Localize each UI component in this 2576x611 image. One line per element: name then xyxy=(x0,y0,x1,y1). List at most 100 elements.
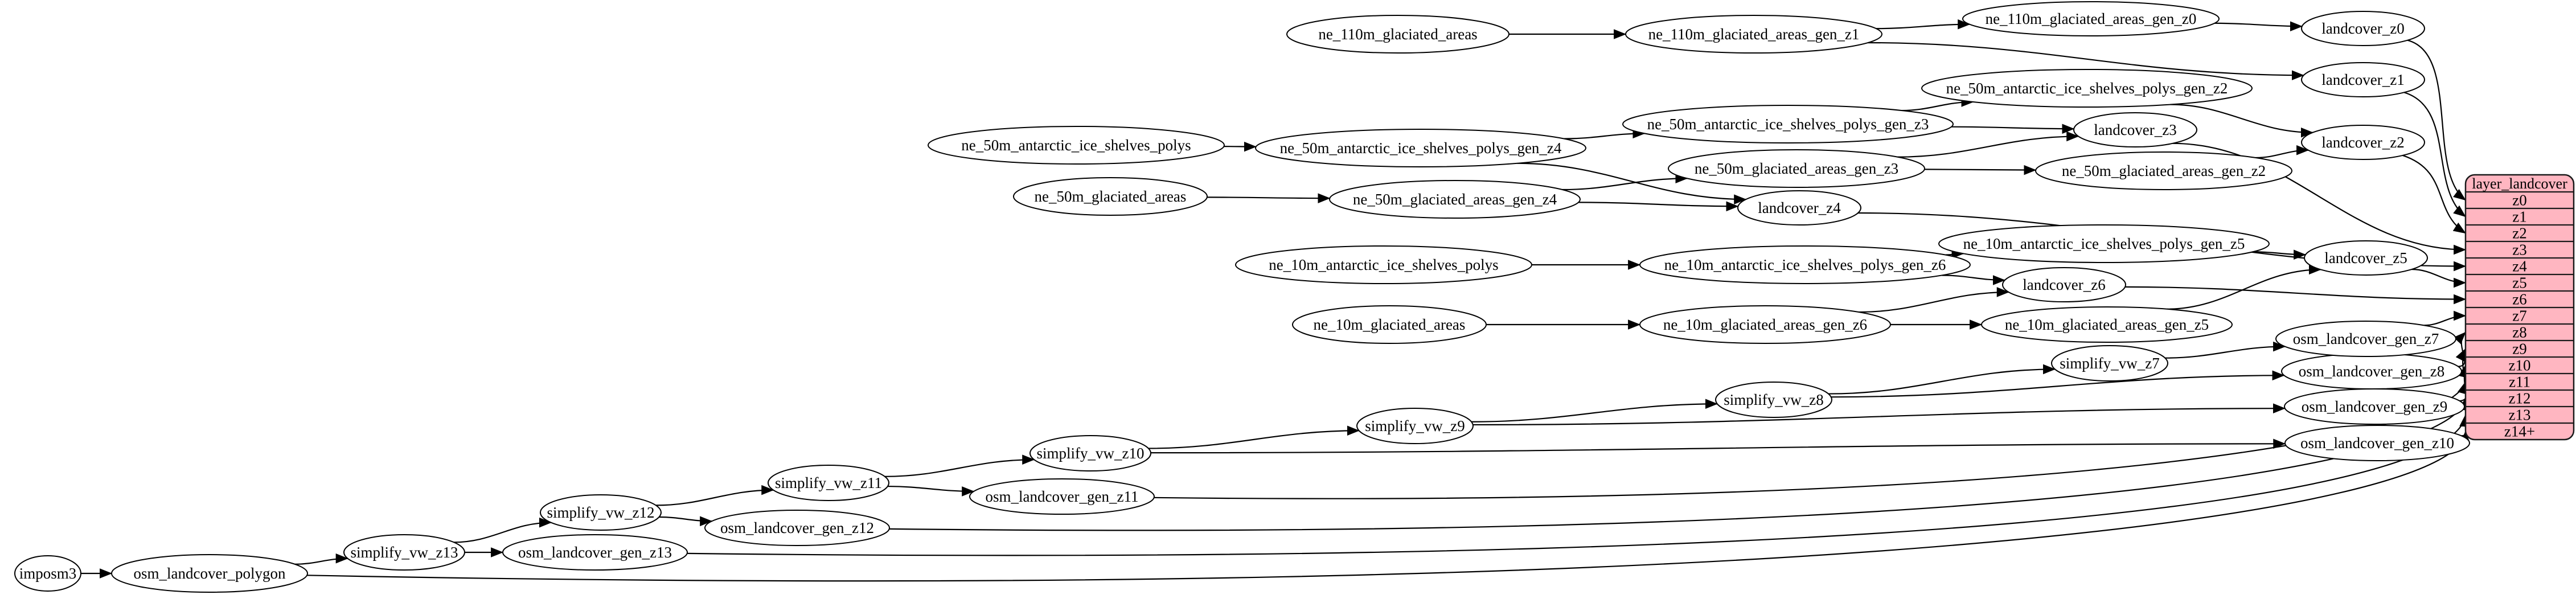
node-ne_50m_glaciated_areas_gen_z3[interactable]: ne_50m_glaciated_areas_gen_z3 xyxy=(1668,149,1925,188)
node-landcover_z0[interactable]: landcover_z0 xyxy=(2301,11,2425,46)
node-ellipse xyxy=(2304,240,2428,276)
node-label: ne_110m_glaciated_areas xyxy=(1318,26,1477,43)
node-ne_50m_glaciated_areas_gen_z4[interactable]: ne_50m_glaciated_areas_gen_z4 xyxy=(1329,180,1581,219)
node-ellipse xyxy=(1622,105,1954,143)
node-label: ne_50m_antarctic_ice_shelves_polys_gen_z… xyxy=(1946,80,2228,97)
node-imposm3[interactable]: imposm3 xyxy=(14,555,81,592)
table-row-z14plus[interactable]: z14+ xyxy=(2466,422,2574,440)
node-label: ne_10m_antarctic_ice_shelves_polys xyxy=(1269,256,1498,273)
node-osm_landcover_gen_z13[interactable]: osm_landcover_gen_z13 xyxy=(502,534,688,571)
node-ne_110m_glaciated_areas_gen_z1[interactable]: ne_110m_glaciated_areas_gen_z1 xyxy=(1625,15,1882,54)
node-landcover_z4[interactable]: landcover_z4 xyxy=(1737,190,1861,225)
table-row-z2[interactable]: z2 xyxy=(2466,224,2574,242)
node-ne_50m_glaciated_areas_gen_z2[interactable]: ne_50m_glaciated_areas_gen_z2 xyxy=(2035,151,2292,190)
node-label: ne_10m_antarctic_ice_shelves_polys_gen_z… xyxy=(1664,256,1946,273)
node-ne_50m_antarctic_ice_shelves_polys_gen_z4[interactable]: ne_50m_antarctic_ice_shelves_polys_gen_z… xyxy=(1255,129,1586,167)
node-ne_50m_antarctic_ice_shelves_polys[interactable]: ne_50m_antarctic_ice_shelves_polys xyxy=(928,126,1225,165)
node-ellipse xyxy=(768,465,889,501)
node-ellipse xyxy=(1921,69,2253,108)
node-label: ne_50m_glaciated_areas_gen_z2 xyxy=(2062,162,2266,179)
node-ellipse xyxy=(1013,177,1208,216)
node-ellipse xyxy=(14,555,81,592)
node-ne_10m_antarctic_ice_shelves_polys_gen_z5[interactable]: ne_10m_antarctic_ice_shelves_polys_gen_z… xyxy=(1938,224,2270,263)
node-landcover_z2[interactable]: landcover_z2 xyxy=(2301,125,2425,160)
edge-landcover_z3--row-z3 xyxy=(2172,142,2467,255)
node-simplify_vw_z8[interactable]: simplify_vw_z8 xyxy=(1715,382,1832,418)
node-label: ne_50m_antarctic_ice_shelves_polys_gen_z… xyxy=(1280,140,1562,157)
node-label: simplify_vw_z12 xyxy=(547,504,655,521)
node-ellipse xyxy=(969,478,1155,515)
node-ne_50m_glaciated_areas[interactable]: ne_50m_glaciated_areas xyxy=(1013,177,1208,216)
node-ne_10m_glaciated_areas_gen_z6[interactable]: ne_10m_glaciated_areas_gen_z6 xyxy=(1639,305,1891,344)
table-row-label: z8 xyxy=(2512,324,2526,341)
node-osm_landcover_polygon[interactable]: osm_landcover_polygon xyxy=(111,554,308,593)
node-ellipse xyxy=(2301,11,2425,46)
node-ellipse xyxy=(1938,224,2270,263)
table-row-z5[interactable]: z5 xyxy=(2466,273,2574,292)
edge-simplify_vw_z7--osm_landcover_gen_z7 xyxy=(2165,341,2286,359)
node-label: osm_landcover_gen_z10 xyxy=(2300,434,2454,452)
table-row-z1[interactable]: z1 xyxy=(2466,207,2574,225)
node-label: landcover_z3 xyxy=(2094,121,2176,138)
node-ne_10m_antarctic_ice_shelves_polys[interactable]: ne_10m_antarctic_ice_shelves_polys xyxy=(1235,245,1532,284)
edge-simplify_vw_z11--simplify_vw_z10 xyxy=(884,454,1035,477)
node-simplify_vw_z9[interactable]: simplify_vw_z9 xyxy=(1356,408,1474,444)
table-row-z10[interactable]: z10 xyxy=(2466,356,2574,374)
table-row-z11[interactable]: z11 xyxy=(2466,372,2574,391)
edge-ne_10m_glaciated_areas_gen_z5--landcover_z5 xyxy=(2167,264,2321,310)
node-simplify_vw_z12[interactable]: simplify_vw_z12 xyxy=(540,494,662,531)
node-label: osm_landcover_gen_z7 xyxy=(2293,330,2439,347)
node-ne_10m_glaciated_areas[interactable]: ne_10m_glaciated_areas xyxy=(1292,305,1487,344)
node-ellipse xyxy=(704,510,890,546)
table-row-z7[interactable]: z7 xyxy=(2466,306,2574,325)
node-label: ne_10m_antarctic_ice_shelves_polys_gen_z… xyxy=(1963,235,2245,252)
edge-simplify_vw_z8--osm_landcover_gen_z8 xyxy=(1831,370,2285,398)
node-landcover_z1[interactable]: landcover_z1 xyxy=(2301,62,2425,97)
table-row-z13[interactable]: z13 xyxy=(2466,405,2574,424)
node-landcover_z3[interactable]: landcover_z3 xyxy=(2073,112,2197,147)
edges-layer xyxy=(81,19,2472,582)
node-osm_landcover_gen_z8[interactable]: osm_landcover_gen_z8 xyxy=(2281,353,2462,389)
edge-osm_landcover_gen_z13--row-z13 xyxy=(687,414,2470,556)
node-osm_landcover_gen_z10[interactable]: osm_landcover_gen_z10 xyxy=(2284,425,2470,461)
edge-ne_50m_glaciated_areas_gen_z2--landcover_z2 xyxy=(2255,145,2310,159)
node-landcover_z5[interactable]: landcover_z5 xyxy=(2304,240,2428,276)
table-row-z4[interactable]: z4 xyxy=(2466,257,2574,275)
node-ne_50m_antarctic_ice_shelves_polys_gen_z3[interactable]: ne_50m_antarctic_ice_shelves_polys_gen_z… xyxy=(1622,105,1954,143)
node-ellipse xyxy=(2275,321,2456,357)
node-simplify_vw_z11[interactable]: simplify_vw_z11 xyxy=(768,465,889,501)
node-landcover_z6[interactable]: landcover_z6 xyxy=(2002,267,2126,302)
node-simplify_vw_z10[interactable]: simplify_vw_z10 xyxy=(1029,435,1151,471)
table-row-z3[interactable]: z3 xyxy=(2466,240,2574,259)
node-osm_landcover_gen_z7[interactable]: osm_landcover_gen_z7 xyxy=(2275,321,2456,357)
node-osm_landcover_gen_z11[interactable]: osm_landcover_gen_z11 xyxy=(969,478,1155,515)
node-osm_landcover_gen_z12[interactable]: osm_landcover_gen_z12 xyxy=(704,510,890,546)
node-label: osm_landcover_gen_z9 xyxy=(2302,398,2447,415)
node-ne_110m_glaciated_areas[interactable]: ne_110m_glaciated_areas xyxy=(1286,15,1509,54)
table-row-label: z4 xyxy=(2512,258,2527,275)
table-row-z12[interactable]: z12 xyxy=(2466,389,2574,407)
node-label: ne_10m_glaciated_areas_gen_z6 xyxy=(1663,316,1867,333)
node-ellipse xyxy=(111,554,308,593)
table-row-z9[interactable]: z9 xyxy=(2466,339,2574,358)
node-ne_10m_antarctic_ice_shelves_polys_gen_z6[interactable]: ne_10m_antarctic_ice_shelves_polys_gen_z… xyxy=(1639,245,1971,284)
node-ne_50m_antarctic_ice_shelves_polys_gen_z2[interactable]: ne_50m_antarctic_ice_shelves_polys_gen_z… xyxy=(1921,69,2253,108)
node-ne_110m_glaciated_areas_gen_z0[interactable]: ne_110m_glaciated_areas_gen_z0 xyxy=(1962,1,2220,36)
node-label: ne_50m_glaciated_areas xyxy=(1035,188,1187,205)
node-ne_10m_glaciated_areas_gen_z5[interactable]: ne_10m_glaciated_areas_gen_z5 xyxy=(1981,306,2233,343)
node-label: landcover_z4 xyxy=(1758,199,1841,216)
node-ellipse xyxy=(2284,425,2470,461)
table-row-z6[interactable]: z6 xyxy=(2466,290,2574,308)
table-row-z8[interactable]: z8 xyxy=(2466,323,2574,341)
node-ellipse xyxy=(540,494,662,531)
table-row-z0[interactable]: z0 xyxy=(2466,191,2574,209)
node-label: landcover_z2 xyxy=(2321,134,2404,151)
node-osm_landcover_gen_z9[interactable]: osm_landcover_gen_z9 xyxy=(2284,388,2465,425)
node-simplify_vw_z7[interactable]: simplify_vw_z7 xyxy=(2051,345,2168,382)
node-ellipse xyxy=(1235,245,1532,284)
node-ellipse xyxy=(1292,305,1487,344)
node-ellipse xyxy=(2073,112,2197,147)
edge-ne_50m_glaciated_areas_gen_z3--ne_50m_glaciated_areas_gen_z2 xyxy=(1924,165,2037,175)
node-simplify_vw_z13[interactable]: simplify_vw_z13 xyxy=(343,534,465,571)
